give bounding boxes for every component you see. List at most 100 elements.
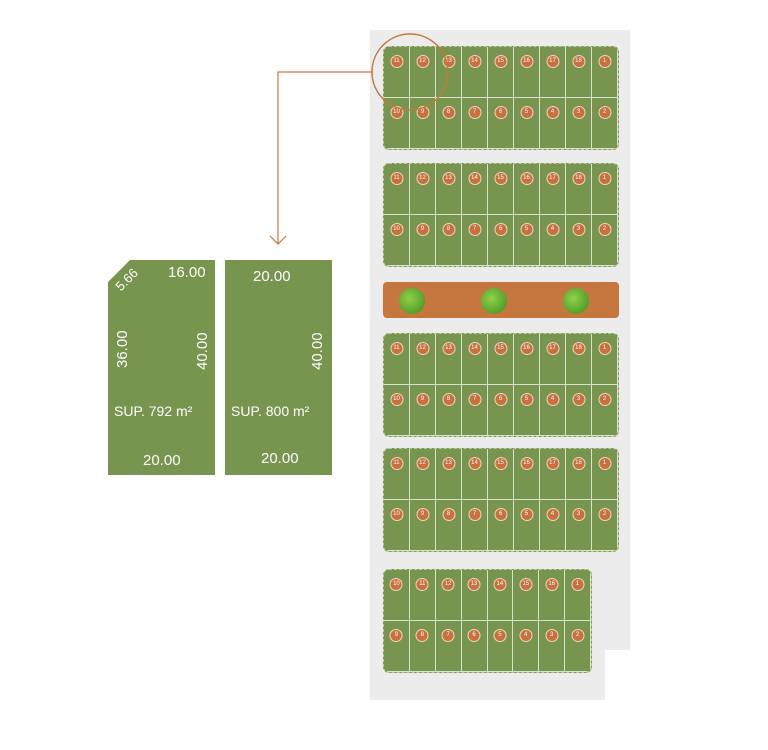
lot-number: 17 — [546, 55, 559, 68]
lot[interactable]: 16 — [514, 449, 540, 500]
lot[interactable]: 5 — [487, 621, 514, 672]
lot[interactable]: 7 — [435, 621, 462, 672]
lot[interactable]: 13 — [436, 164, 462, 215]
lot[interactable]: 7 — [462, 385, 488, 436]
lot[interactable]: 18 — [566, 449, 592, 500]
lot[interactable]: 1 — [592, 449, 618, 500]
lot-number: 3 — [572, 106, 585, 119]
lot[interactable]: 8 — [436, 500, 462, 551]
lot[interactable]: 4 — [540, 385, 566, 436]
lot[interactable]: 5 — [514, 385, 540, 436]
lot[interactable]: 3 — [566, 500, 592, 551]
lot[interactable]: 9 — [384, 621, 410, 672]
lot[interactable]: 14 — [462, 334, 488, 385]
lot[interactable]: 3 — [566, 98, 592, 149]
lot[interactable]: 8 — [436, 98, 462, 149]
lot[interactable]: 1 — [592, 164, 618, 215]
lot[interactable]: 6 — [488, 215, 514, 266]
lot[interactable]: 6 — [488, 98, 514, 149]
lot[interactable]: 3 — [539, 621, 566, 672]
lot[interactable]: 16 — [539, 570, 566, 621]
lot[interactable]: 16 — [514, 334, 540, 385]
lot-number: 2 — [598, 106, 611, 119]
lot[interactable]: 10 — [384, 215, 410, 266]
lot-number: 13 — [467, 578, 481, 591]
lot[interactable]: 14 — [462, 164, 488, 215]
lot[interactable]: 15 — [488, 449, 514, 500]
lot[interactable]: 6 — [488, 385, 514, 436]
lot[interactable]: 17 — [540, 164, 566, 215]
lot[interactable]: 18 — [566, 164, 592, 215]
lot[interactable]: 8 — [436, 215, 462, 266]
lot[interactable]: 13 — [436, 334, 462, 385]
lot[interactable]: 17 — [540, 449, 566, 500]
lot[interactable]: 5 — [514, 215, 540, 266]
lot[interactable]: 11 — [384, 164, 410, 215]
lot[interactable]: 4 — [513, 621, 540, 672]
lot-number: 5 — [520, 393, 533, 406]
lot[interactable]: 17 — [540, 334, 566, 385]
lot[interactable]: 11 — [409, 570, 436, 621]
lot-number: 2 — [598, 508, 611, 521]
lot[interactable]: 4 — [540, 500, 566, 551]
lot[interactable]: 5 — [514, 500, 540, 551]
lot[interactable]: 12 — [410, 449, 436, 500]
lot[interactable]: 18 — [566, 334, 592, 385]
lot[interactable]: 5 — [514, 98, 540, 149]
lot-number: 7 — [468, 393, 481, 406]
lot[interactable]: 7 — [462, 98, 488, 149]
lot[interactable]: 9 — [410, 385, 436, 436]
lot[interactable]: 15 — [488, 334, 514, 385]
lot[interactable]: 14 — [487, 570, 514, 621]
lot[interactable]: 4 — [540, 215, 566, 266]
lot[interactable]: 8 — [409, 621, 436, 672]
lot[interactable]: 14 — [462, 449, 488, 500]
lot[interactable]: 2 — [565, 621, 591, 672]
lot[interactable]: 2 — [592, 500, 618, 551]
lot[interactable]: 11 — [384, 334, 410, 385]
lot[interactable]: 1 — [592, 47, 618, 98]
lot[interactable]: 14 — [462, 47, 488, 98]
lot[interactable]: 2 — [592, 215, 618, 266]
lot[interactable]: 10 — [384, 500, 410, 551]
lot[interactable]: 16 — [514, 164, 540, 215]
lot[interactable]: 18 — [566, 47, 592, 98]
lot[interactable]: 9 — [410, 215, 436, 266]
lot[interactable]: 3 — [566, 215, 592, 266]
lot[interactable]: 2 — [592, 385, 618, 436]
lot[interactable]: 17 — [540, 47, 566, 98]
lot[interactable]: 12 — [435, 570, 462, 621]
lot[interactable]: 7 — [462, 215, 488, 266]
lot[interactable]: 3 — [566, 385, 592, 436]
lot-number: 9 — [416, 508, 429, 521]
lot[interactable]: 4 — [540, 98, 566, 149]
lot[interactable]: 2 — [592, 98, 618, 149]
lot[interactable]: 13 — [436, 449, 462, 500]
lot[interactable]: 8 — [436, 385, 462, 436]
lot[interactable]: 12 — [410, 47, 436, 98]
lot-number: 1 — [598, 457, 611, 470]
lot[interactable]: 11 — [384, 47, 410, 98]
lot[interactable]: 15 — [488, 164, 514, 215]
lot[interactable]: 11 — [384, 449, 410, 500]
lot[interactable]: 6 — [461, 621, 488, 672]
right-dimension: 40.00 — [194, 332, 211, 370]
lot-number: 11 — [390, 457, 403, 470]
lot[interactable]: 10 — [384, 385, 410, 436]
lot[interactable]: 12 — [410, 334, 436, 385]
lot[interactable]: 1 — [592, 334, 618, 385]
lot[interactable]: 16 — [514, 47, 540, 98]
lot[interactable]: 7 — [462, 500, 488, 551]
lot[interactable]: 9 — [410, 500, 436, 551]
lot[interactable]: 1 — [565, 570, 591, 621]
lot[interactable]: 13 — [461, 570, 488, 621]
lot[interactable]: 6 — [488, 500, 514, 551]
lot[interactable]: 12 — [410, 164, 436, 215]
lot[interactable]: 15 — [513, 570, 540, 621]
lot-number: 8 — [442, 393, 455, 406]
lot[interactable]: 15 — [488, 47, 514, 98]
lot[interactable]: 10 — [384, 570, 410, 621]
